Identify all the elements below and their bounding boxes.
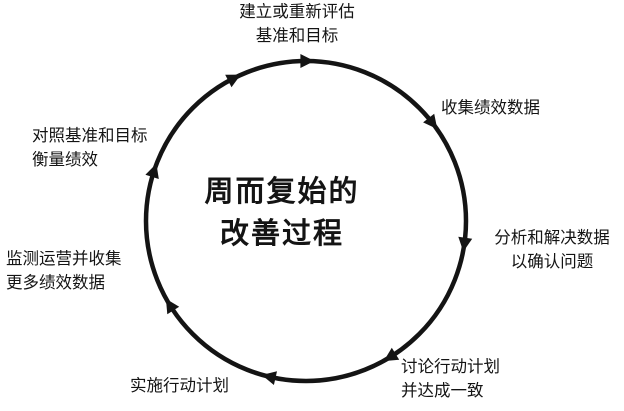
step-discuss-plan: 讨论行动计划 并达成一致: [401, 355, 500, 403]
cycle-arrow-2: [423, 113, 438, 130]
cycle-arrow-5: [261, 371, 277, 385]
step-measure-performance-line-2: 衡量绩效: [32, 150, 98, 169]
cycle-arrow-3: [458, 236, 473, 252]
cycle-arrow-4: [383, 347, 400, 362]
step-establish-baseline: 建立或重新评估 基准和目标: [232, 0, 362, 48]
center-title-line-2: 改善过程: [219, 216, 344, 250]
step-implement-plan-line-1: 实施行动计划: [130, 376, 229, 395]
step-analyze-data-line-2: 以确认问题: [510, 252, 594, 271]
step-discuss-plan-line-2: 并达成一致: [401, 381, 484, 400]
step-implement-plan: 实施行动计划: [130, 374, 229, 398]
step-monitor-operations-line-2: 更多绩效数据: [6, 273, 105, 292]
step-measure-performance-line-1: 对照基准和目标: [32, 126, 148, 145]
center-title-line-1: 周而复始的: [204, 174, 360, 208]
step-analyze-data-line-1: 分析和解决数据: [494, 228, 610, 247]
step-establish-baseline-line-1: 建立或重新评估: [239, 2, 355, 21]
cycle-arrow-7: [145, 163, 159, 179]
step-monitor-operations: 监测运营并收集 更多绩效数据: [6, 247, 122, 295]
step-monitor-operations-line-1: 监测运营并收集: [6, 249, 122, 268]
cycle-arrow-1: [300, 54, 315, 68]
step-measure-performance: 对照基准和目标 衡量绩效: [32, 124, 148, 172]
step-collect-data-line-1: 收集绩效数据: [441, 98, 540, 117]
step-analyze-data: 分析和解决数据 以确认问题: [484, 226, 620, 274]
cycle-arrow-8: [225, 74, 241, 88]
step-discuss-plan-line-1: 讨论行动计划: [401, 357, 500, 376]
step-collect-data: 收集绩效数据: [441, 96, 540, 120]
step-establish-baseline-line-2: 基准和目标: [255, 26, 339, 45]
center-title: 周而复始的 改善过程: [192, 170, 372, 254]
cycle-arrow-6: [165, 298, 180, 315]
